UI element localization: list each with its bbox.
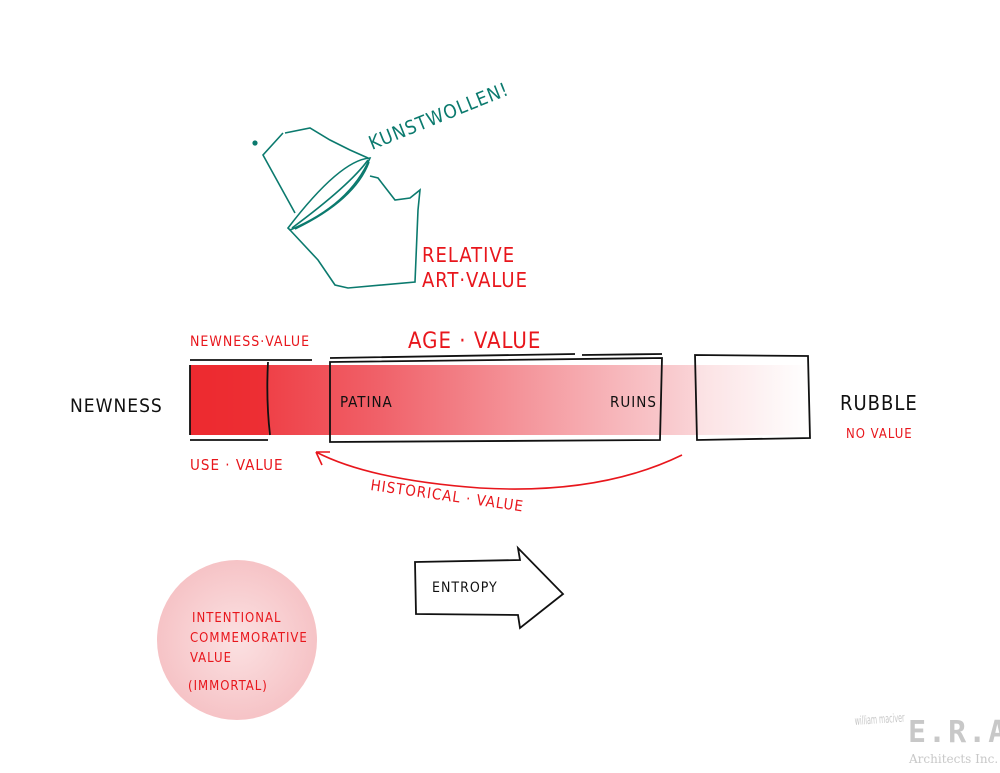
relative-art-value-label-1: RELATIVE: [422, 243, 515, 267]
era-logo: william maciver E.R.A. Architects Inc.: [854, 711, 1000, 766]
patina-label: PATINA: [340, 393, 393, 411]
historical-value-label: HISTORICAL · VALUE: [369, 476, 525, 515]
logo-signature: william maciver: [854, 711, 905, 728]
age-box: [329, 357, 663, 443]
ruins-label: RUINS: [610, 393, 657, 411]
logo-name: E.R.A.: [908, 715, 1000, 750]
newness-segment: [190, 365, 268, 435]
age-value-label: AGE · VALUE: [408, 329, 541, 354]
newness-value-label: NEWNESS·VALUE: [190, 334, 310, 350]
kunstwollen-label: KUNSTWOLLEN!: [366, 78, 513, 154]
no-value-label: NO VALUE: [846, 427, 913, 442]
kunstwollen-sketch: [252, 127, 421, 289]
newness-label: NEWNESS: [70, 395, 163, 417]
newness-box-lines: [189, 361, 271, 436]
commemorative-value-circle: [157, 560, 317, 720]
rubble-label: RUBBLE: [840, 391, 918, 415]
commemorative-label-4: (IMMORTAL): [188, 679, 268, 694]
rubble-box: [694, 354, 811, 441]
logo-subtitle: Architects Inc.: [908, 752, 998, 766]
historical-value-arrow: [315, 451, 683, 490]
entropy-arrow: [414, 545, 565, 630]
entropy-label: ENTROPY: [432, 580, 498, 596]
use-value-label: USE · VALUE: [190, 456, 284, 474]
commemorative-label-2: COMMEMORATIVE: [190, 631, 308, 646]
age-bracket: [329, 353, 663, 359]
commemorative-label-3: VALUE: [190, 651, 232, 666]
commemorative-label-1: INTENTIONAL: [192, 611, 282, 626]
relative-art-value-label-2: ART·VALUE: [422, 268, 528, 292]
value-gradient-bar: [190, 365, 810, 435]
